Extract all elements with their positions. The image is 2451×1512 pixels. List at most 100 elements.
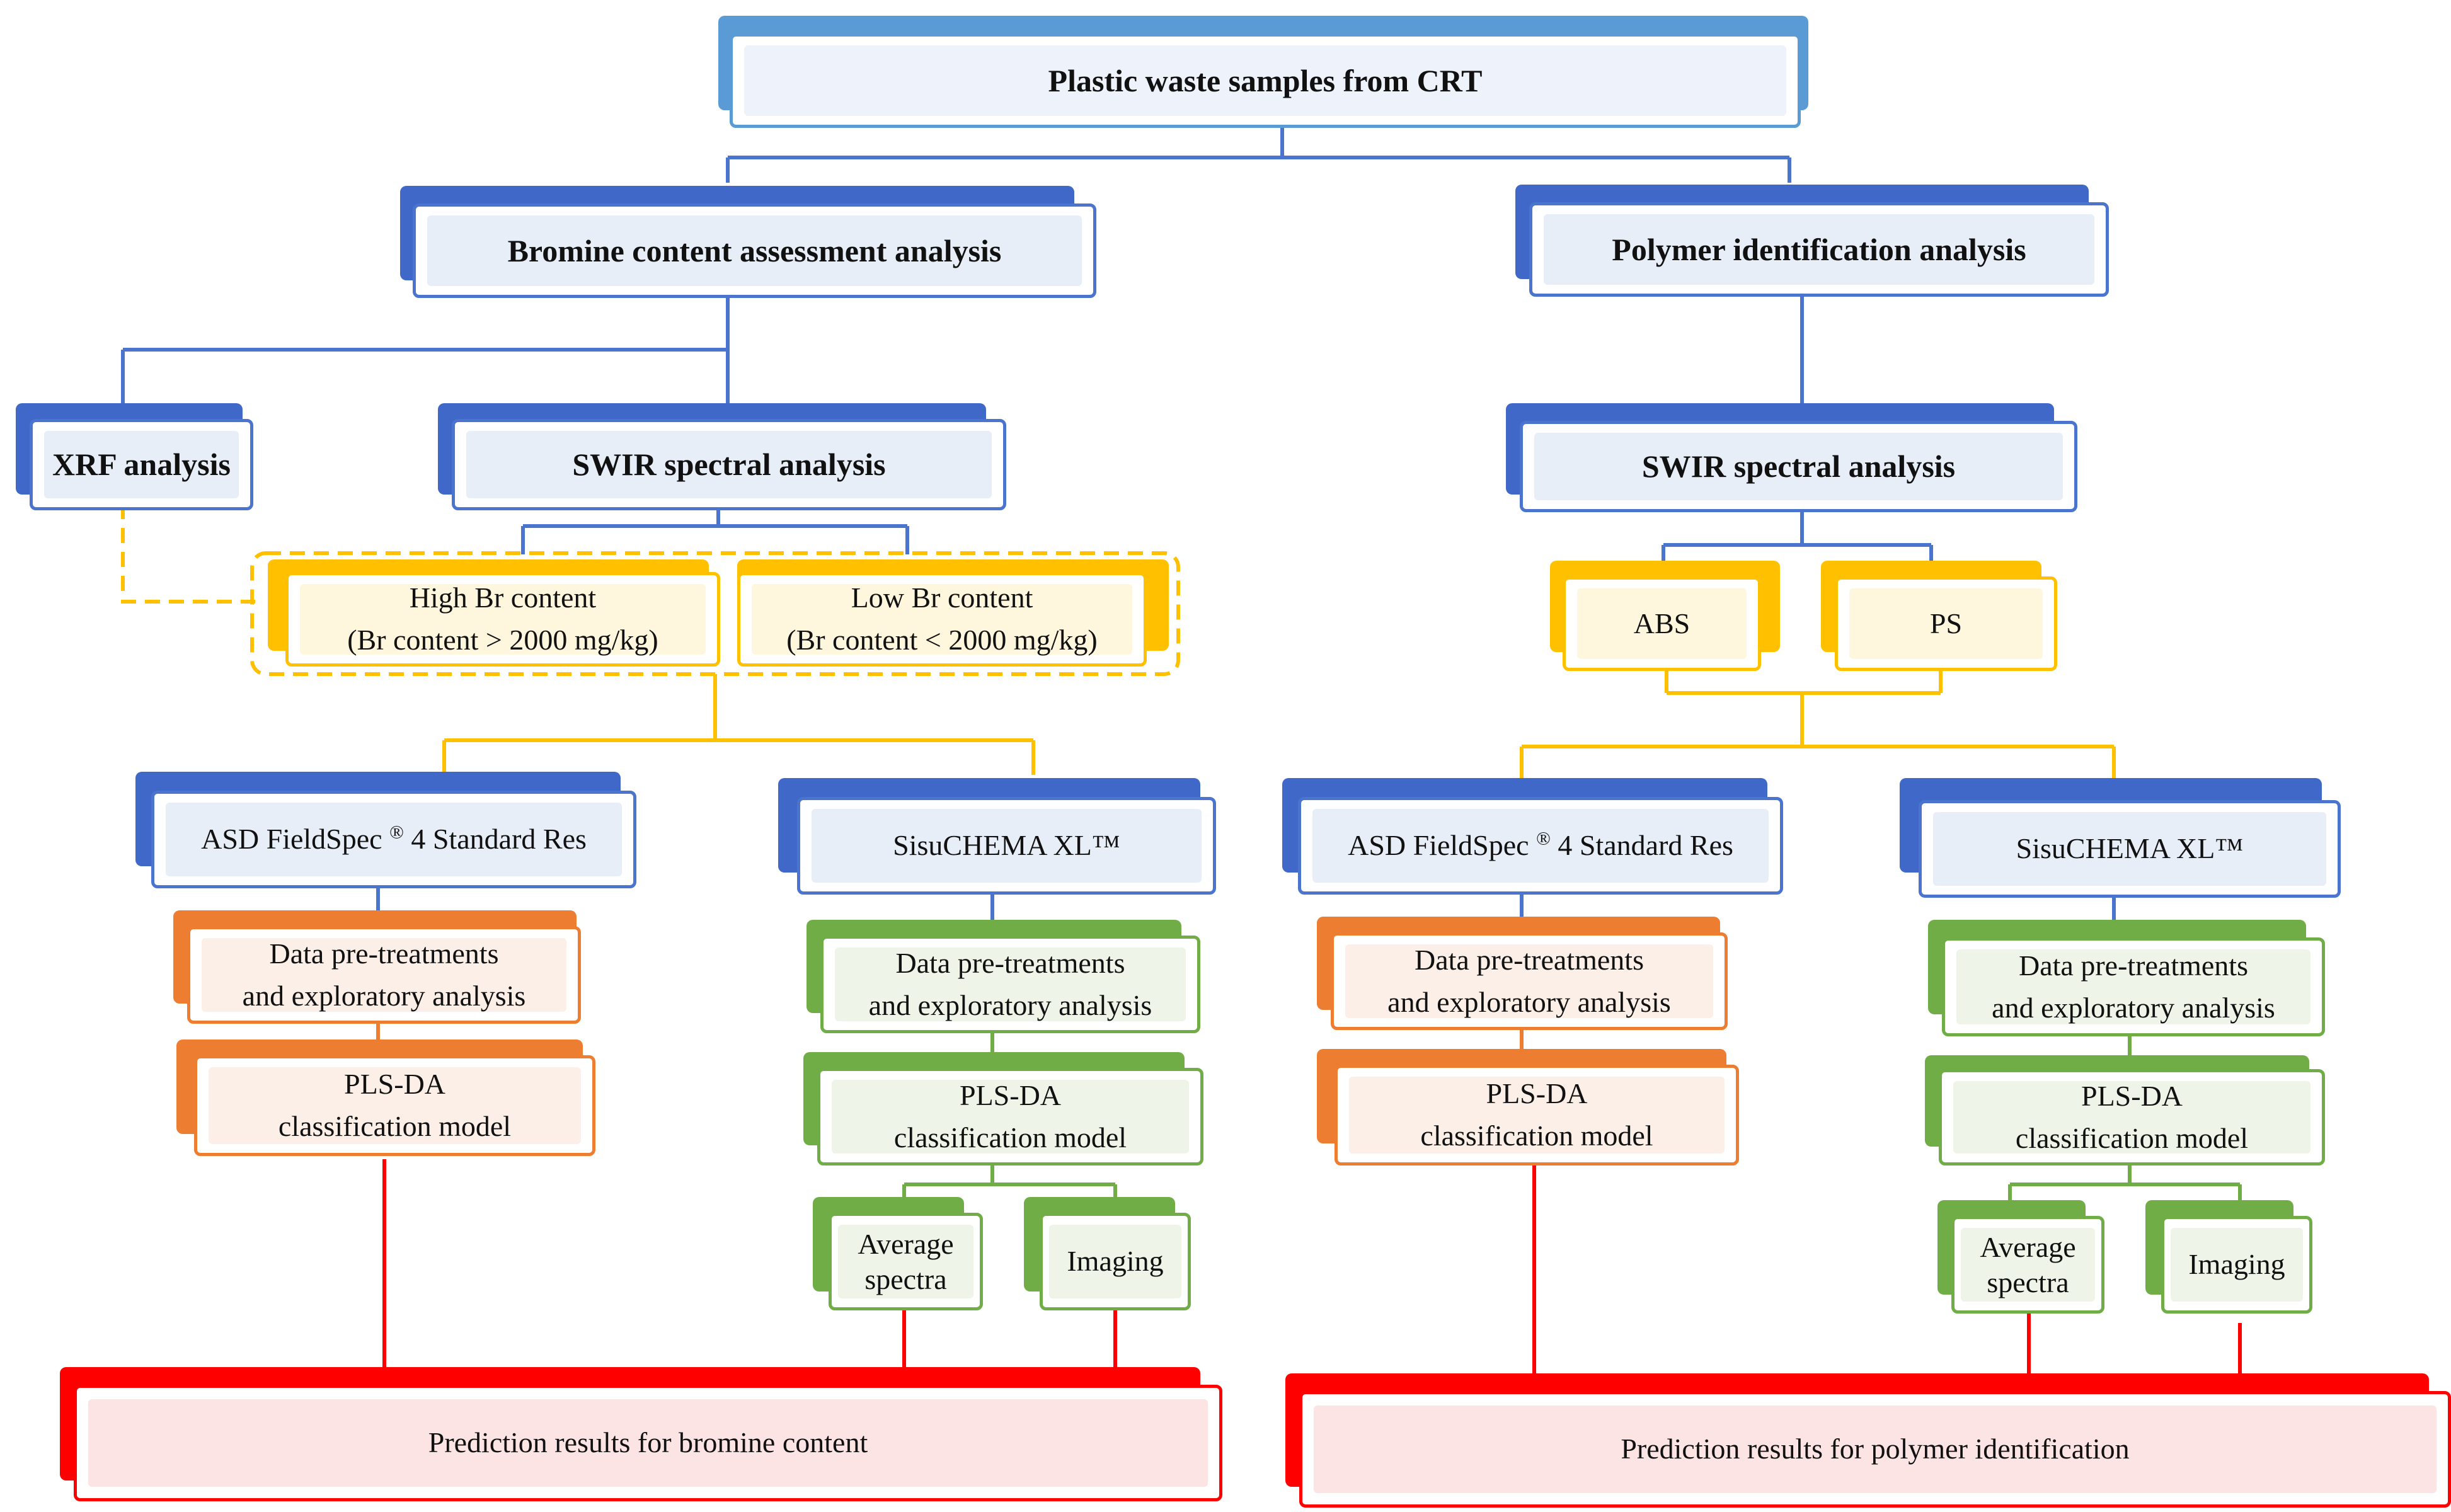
node-sisu-plsda-right: PLS-DA classification model	[1925, 1055, 2325, 1166]
node-frame: Prediction results for bromine content	[74, 1385, 1222, 1501]
node-label: SWIR spectral analysis	[572, 447, 886, 483]
node-frame: SisuCHEMA XL™	[797, 797, 1216, 895]
node-asd-pretreatment-right: Data pre-treatments and exploratory anal…	[1317, 917, 1730, 1030]
node-label-line2: spectra	[864, 1263, 947, 1295]
node-frame: Imaging	[2161, 1216, 2312, 1314]
node-label-line1: Data pre-treatments	[1415, 943, 1644, 976]
node-label-line1: PLS-DA	[2081, 1079, 2183, 1112]
node-asd-fieldspec-right: ASD FieldSpec ® 4 Standard Res	[1282, 778, 1783, 895]
node-sisu-plsda-left: PLS-DA classification model	[803, 1052, 1203, 1166]
node-label: SWIR spectral analysis	[1641, 449, 1956, 484]
node-frame: SWIR spectral analysis	[1520, 421, 2077, 512]
node-label-line2: spectra	[1987, 1266, 2069, 1298]
node-label: ABS	[1633, 607, 1690, 639]
node-frame: Average spectra	[1951, 1216, 2104, 1314]
node-label: PS	[1929, 607, 1963, 639]
node-asd-pretreatment-left: Data pre-treatments and exploratory anal…	[173, 910, 583, 1024]
node-label-line2: and exploratory analysis	[242, 979, 526, 1012]
node-swir-right: SWIR spectral analysis	[1506, 403, 2079, 513]
node-label-line2: (Br content < 2000 mg/kg)	[786, 624, 1098, 656]
node-label: Imaging	[1067, 1245, 1164, 1278]
node-label: Prediction results for polymer identific…	[1621, 1433, 2130, 1465]
node-xrf-analysis: XRF analysis	[16, 403, 255, 510]
node-bromine-assessment: Bromine content assessment analysis	[400, 186, 1096, 299]
node-frame: High Br content (Br content > 2000 mg/kg…	[285, 572, 720, 667]
node-label: Plastic waste samples from CRT	[1048, 62, 1483, 98]
node-label-line1: Data pre-treatments	[269, 937, 499, 970]
node-label: ASD FieldSpec ® 4 Standard Res	[1348, 825, 1733, 867]
node-frame: Prediction results for polymer identific…	[1299, 1391, 2451, 1508]
node-label-line1: High Br content	[409, 581, 597, 614]
node-asd-plsda-left: PLS-DA classification model	[176, 1040, 595, 1156]
node-frame: Plastic waste samples from CRT	[730, 33, 1801, 128]
node-frame: Data pre-treatments and exploratory anal…	[1942, 937, 2325, 1036]
asd-model: 4 Standard Res	[1550, 829, 1733, 862]
node-label: XRF analysis	[52, 447, 231, 483]
node-frame: Average spectra	[829, 1213, 983, 1310]
node-frame: PLS-DA classification model	[194, 1055, 595, 1156]
node-frame: PS	[1835, 576, 2057, 671]
node-sisu-pretreatment-right: Data pre-treatments and exploratory anal…	[1928, 920, 2325, 1036]
node-frame: Imaging	[1040, 1213, 1191, 1310]
node-label: Polymer identification analysis	[1612, 231, 2026, 267]
node-label: Bromine content assessment analysis	[507, 232, 1002, 268]
node-label: SisuCHEMA XL™	[2016, 832, 2244, 865]
node-frame: PLS-DA classification model	[817, 1068, 1203, 1166]
node-label-line2: classification model	[893, 1121, 1127, 1154]
node-label: ASD FieldSpec ® 4 Standard Res	[201, 818, 587, 861]
registered-mark: ®	[1536, 828, 1551, 849]
node-swir-left: SWIR spectral analysis	[438, 403, 1008, 510]
node-label-line1: Average	[858, 1228, 954, 1261]
node-label-line1: Data pre-treatments	[2019, 949, 2248, 982]
node-label-line1: PLS-DA	[1486, 1077, 1588, 1110]
node-asd-fieldspec-left: ASD FieldSpec ® 4 Standard Res	[135, 772, 636, 888]
node-frame: Data pre-treatments and exploratory anal…	[1331, 932, 1728, 1030]
node-label-line1: Average	[1980, 1231, 2076, 1264]
node-frame: ASD FieldSpec ® 4 Standard Res	[151, 791, 636, 888]
node-label: Imaging	[2188, 1248, 2285, 1281]
asd-name: ASD FieldSpec	[1348, 829, 1529, 862]
registered-mark: ®	[389, 822, 404, 843]
node-imaging-left: Imaging	[1024, 1197, 1191, 1310]
node-frame: PLS-DA classification model	[1939, 1069, 2325, 1166]
node-average-spectra-left: Average spectra	[813, 1197, 983, 1310]
node-polymer-identification: Polymer identification analysis	[1515, 185, 2111, 298]
node-frame: Low Br content (Br content < 2000 mg/kg)	[737, 572, 1147, 667]
node-label: SisuCHEMA XL™	[893, 829, 1120, 862]
node-frame: SWIR spectral analysis	[452, 419, 1006, 510]
node-sisuchema-left: SisuCHEMA XL™	[778, 778, 1216, 895]
node-label-line1: PLS-DA	[343, 1068, 446, 1101]
node-sisu-pretreatment-left: Data pre-treatments and exploratory anal…	[806, 920, 1200, 1033]
node-high-br-content: High Br content (Br content > 2000 mg/kg…	[268, 559, 721, 670]
node-frame: ASD FieldSpec ® 4 Standard Res	[1298, 797, 1783, 895]
node-frame: PLS-DA classification model	[1335, 1065, 1739, 1166]
node-label-line2: (Br content > 2000 mg/kg)	[347, 624, 658, 656]
node-label-line2: classification model	[2015, 1121, 2249, 1154]
node-frame: Bromine content assessment analysis	[413, 203, 1096, 298]
node-asd-plsda-right: PLS-DA classification model	[1317, 1049, 1739, 1166]
node-label-line1: PLS-DA	[959, 1079, 1062, 1111]
node-frame: Polymer identification analysis	[1529, 202, 2109, 297]
node-prediction-bromine: Prediction results for bromine content	[60, 1367, 1222, 1503]
node-label-line2: classification model	[1420, 1120, 1653, 1152]
node-frame: Data pre-treatments and exploratory anal…	[187, 926, 581, 1024]
node-label-line2: and exploratory analysis	[1992, 991, 2275, 1024]
node-ps: PS	[1821, 561, 2057, 674]
node-sisuchema-right: SisuCHEMA XL™	[1900, 778, 2341, 898]
node-frame: Data pre-treatments and exploratory anal…	[820, 936, 1200, 1033]
node-plastic-waste-samples: Plastic waste samples from CRT	[718, 16, 1815, 129]
node-label-line1: Low Br content	[851, 581, 1033, 614]
asd-model: 4 Standard Res	[403, 823, 587, 856]
node-label: Prediction results for bromine content	[428, 1426, 868, 1459]
node-label-line2: and exploratory analysis	[1387, 985, 1671, 1018]
node-frame: SisuCHEMA XL™	[1919, 800, 2341, 898]
node-low-br-content: Low Br content (Br content < 2000 mg/kg)	[737, 559, 1169, 670]
node-abs: ABS	[1550, 561, 1780, 674]
node-label-line1: Data pre-treatments	[895, 946, 1125, 979]
node-average-spectra-right: Average spectra	[1937, 1200, 2104, 1314]
node-label-line2: classification model	[278, 1110, 512, 1142]
asd-name: ASD FieldSpec	[201, 823, 382, 856]
node-frame: ABS	[1563, 576, 1761, 671]
node-prediction-polymer: Prediction results for polymer identific…	[1285, 1373, 2451, 1509]
